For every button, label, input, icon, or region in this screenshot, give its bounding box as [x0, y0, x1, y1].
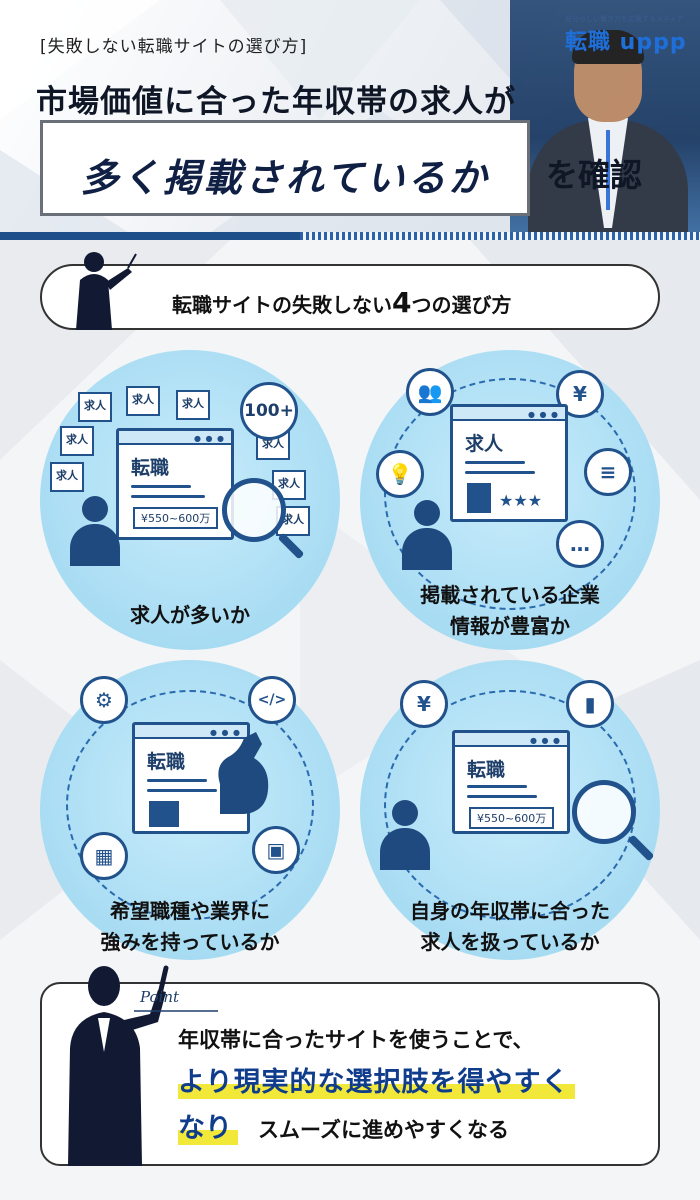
- card-label-3: 希望職種や業界に 強みを持っているか: [40, 896, 340, 958]
- businessman-pointing-icon: [68, 965, 169, 1166]
- briefcase-icon: ▣: [252, 826, 300, 874]
- section-heading: 転職サイトの失敗しない4つの選び方: [172, 286, 511, 319]
- header-stripe: [0, 232, 700, 240]
- card-ring-3: [66, 690, 314, 920]
- hospital-icon: ▦: [80, 832, 128, 880]
- rating-stars: ★★★: [499, 491, 543, 510]
- card-label-4-line1: 自身の年収帯に合った: [410, 899, 610, 923]
- coins-yen-icon: ¥: [400, 680, 448, 728]
- card-label-3-line1: 希望職種や業界に: [110, 899, 270, 923]
- document-icon: ≡: [584, 448, 632, 496]
- presenter-woman-icon: [76, 252, 137, 330]
- job-seeker-icon: [70, 496, 120, 566]
- title-highlight-box: 多く掲載されているか: [40, 120, 530, 216]
- magnifier-icon: [222, 478, 286, 542]
- job-sheet-mini: 求人: [50, 462, 84, 492]
- point-text-rest: スムーズに進めやすくなる: [258, 1118, 509, 1142]
- page-title-line1: 市場価値に合った年収帯の求人が: [36, 84, 516, 120]
- job-posting-card: ● ● ● 転職 ¥550~600万: [116, 428, 234, 540]
- section-heading-pill: 転職サイトの失敗しない4つの選び方: [40, 264, 660, 330]
- section-heading-text-2: つの選び方: [411, 293, 512, 317]
- magnifier-icon: [572, 780, 636, 844]
- article-subtitle: [失敗しない転職サイトの選び方]: [40, 37, 308, 57]
- header-banner: [失敗しない転職サイトの選び方] 自分らしい働き方を応援するメディア 転職 up…: [0, 0, 700, 240]
- specialty-card-title: 転職: [147, 751, 186, 773]
- chat-bubble-icon: …: [556, 520, 604, 568]
- salary-range: ¥550~600万: [133, 507, 219, 529]
- job-sheet-mini: 求人: [78, 392, 112, 422]
- section-heading-text-1: 転職サイトの失敗しない: [172, 293, 392, 317]
- point-text-line1: 年収帯に合ったサイトを使うことで、: [178, 1028, 534, 1052]
- salary-range: ¥550~600万: [469, 807, 555, 829]
- logo-tagline: 自分らしい働き方を応援するメディア: [565, 15, 684, 23]
- job-posting-title: 転職: [131, 457, 170, 479]
- card-label-1: 求人が多いか: [40, 600, 340, 631]
- title-highlight-text: 多く掲載されているか: [80, 156, 490, 200]
- point-tag: Point: [140, 988, 180, 1006]
- thinking-person-icon: [402, 500, 452, 570]
- job-sheet-mini: 求人: [60, 426, 94, 456]
- section-heading-number: 4: [392, 286, 412, 319]
- point-highlight-line2: なり: [178, 1106, 238, 1145]
- lightbulb-icon: 💡: [376, 450, 424, 498]
- card-label-2-line1: 掲載されている企業: [420, 583, 600, 607]
- card-label-2-line2: 情報が豊富か: [450, 614, 570, 638]
- point-highlight-line1: より現実的な選択肢を得やすく: [178, 1060, 576, 1099]
- hundred-plus-badge: 100+: [240, 382, 298, 440]
- card-label-1-line1: 求人が多いか: [130, 603, 250, 627]
- card-label-2: 掲載されている企業 情報が豊富か: [360, 580, 660, 642]
- salary-match-card: ● ● ● 転職 ¥550~600万: [452, 730, 570, 834]
- company-info-title: 求人: [465, 433, 504, 455]
- job-seeker-icon: [380, 800, 430, 870]
- logo-mark: 転職 uppp: [565, 30, 687, 55]
- card-label-4-line2: 求人を扱っているか: [420, 930, 600, 954]
- code-monitor-icon: </>: [248, 676, 296, 724]
- card-label-4: 自身の年収帯に合った 求人を扱っているか: [360, 896, 660, 958]
- page-title-tail: を確認: [546, 156, 643, 194]
- office-building-icon: [149, 801, 179, 827]
- growth-chart-icon: ▮: [566, 680, 614, 728]
- job-sheet-mini: 求人: [176, 390, 210, 420]
- building-icon: [467, 483, 491, 513]
- strong-arm-icon: [218, 732, 269, 814]
- team-icon: 👥: [406, 368, 454, 416]
- site-logo[interactable]: 自分らしい働き方を応援するメディア 転職 uppp: [565, 14, 687, 56]
- businessman-photo: [510, 0, 700, 240]
- gears-tools-icon: ⚙: [80, 676, 128, 724]
- point-underline: [134, 1010, 218, 1012]
- salary-match-title: 転職: [467, 759, 506, 781]
- card-ring-2: [384, 378, 636, 610]
- card-label-3-line2: 強みを持っているか: [100, 930, 280, 954]
- company-info-card: ● ● ● 求人 ★★★: [450, 404, 568, 522]
- job-sheet-mini: 求人: [126, 386, 160, 416]
